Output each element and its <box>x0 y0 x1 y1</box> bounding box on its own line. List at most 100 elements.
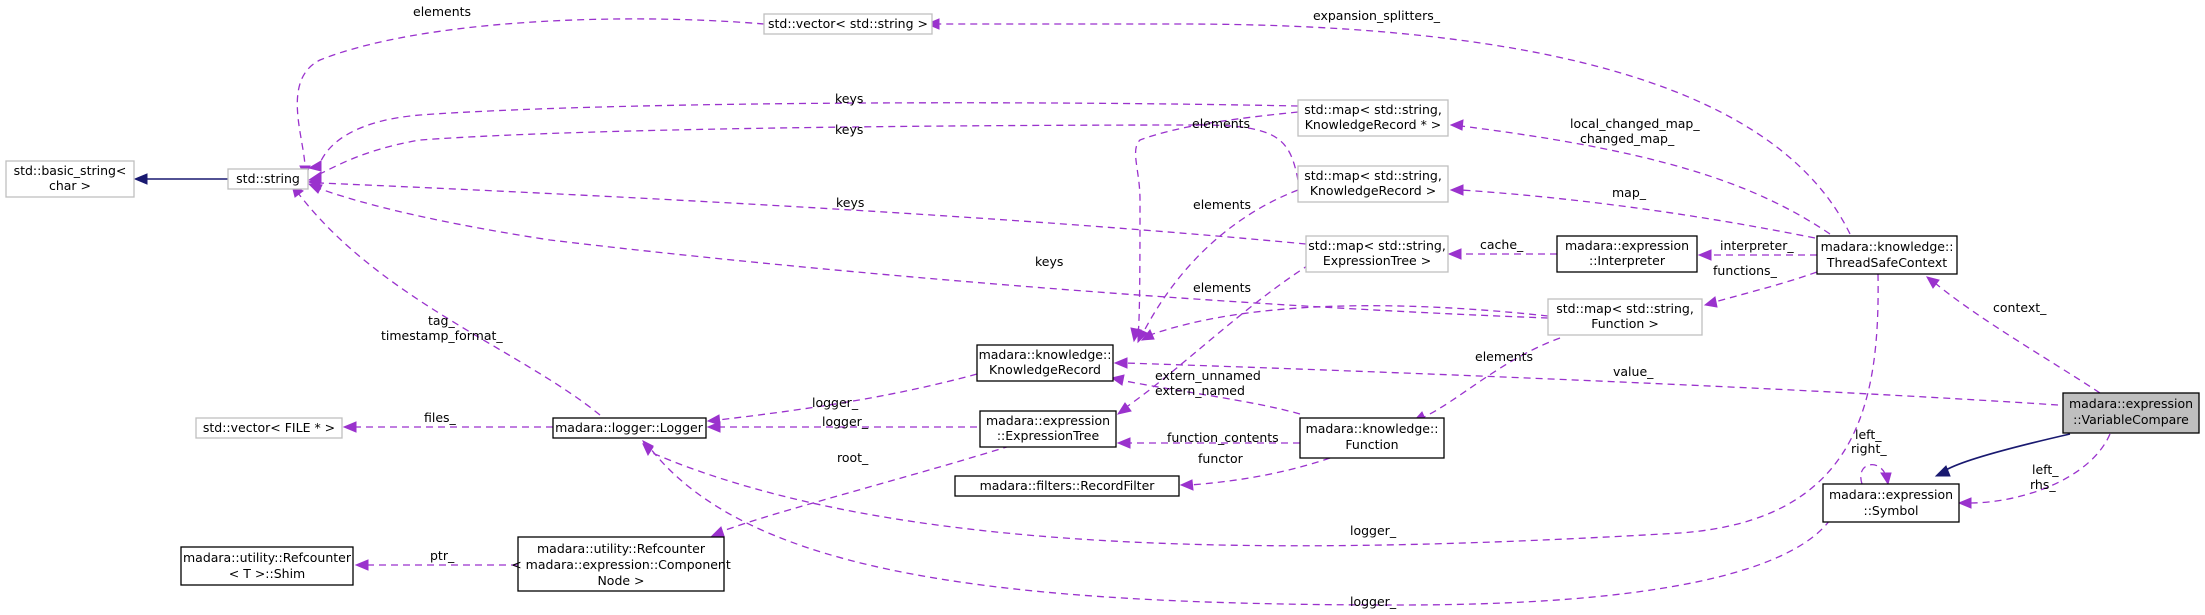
edge-map-kr-elements <box>1137 189 1299 344</box>
label-line: extern_unnamed <box>1155 368 1261 383</box>
edge-tsc-functions <box>1703 271 1818 308</box>
label-line: function_contents <box>1167 430 1279 445</box>
node-label-line: KnowledgeRecord > <box>1310 183 1436 198</box>
label-line: cache_ <box>1480 237 1524 252</box>
label-tsc-logger: logger_ <box>1350 523 1397 538</box>
label-mkr-elements: elements <box>1193 197 1251 212</box>
node-label-line: ExpressionTree > <box>1323 253 1431 268</box>
edge-vc-inherits-symbol <box>1934 433 2071 477</box>
edge-map-kr-ptr-keys <box>307 102 1299 172</box>
node-label-line: Function > <box>1591 316 1659 331</box>
node-label-line: madara::knowledge:: <box>1306 421 1439 436</box>
node-label-line: std::vector< FILE * > <box>203 420 335 435</box>
label-line: changed_map_ <box>1580 131 1675 146</box>
node-std-vector-file[interactable]: std::vector< FILE * > <box>195 417 343 439</box>
node-label-line: madara::expression <box>986 413 1110 428</box>
label-kr-logger: logger_ <box>812 395 859 410</box>
label-vc-value: value_ <box>1613 364 1654 379</box>
node-label-line: madara::knowledge:: <box>1821 239 1954 254</box>
node-std-map-knowledge-record[interactable]: std::map< std::string, KnowledgeRecord > <box>1297 165 1449 203</box>
node-std-map-knowledge-record-ptr[interactable]: std::map< std::string, KnowledgeRecord *… <box>1297 99 1449 137</box>
node-refcounter-shim[interactable]: madara::utility::Refcounter < T >::Shim <box>180 546 354 586</box>
label-line: elements <box>1475 349 1533 364</box>
edge-vc-value <box>1113 357 2059 406</box>
node-label-line: std::basic_string< <box>14 163 127 178</box>
node-variable-compare[interactable]: madara::expression ::VariableCompare <box>2062 392 2200 434</box>
label-line: interpreter_ <box>1720 238 1794 253</box>
node-label-line: ::Symbol <box>1864 503 1919 518</box>
label-tsc-map: map_ <box>1612 185 1647 200</box>
label-mkp-elements: elements <box>1192 116 1250 131</box>
label-int-cache: cache_ <box>1480 237 1524 252</box>
label-mfn-elements-fn: elements <box>1475 349 1533 364</box>
label-mfn-elements-kr: elements <box>1193 280 1251 295</box>
node-label-line: madara::logger::Logger <box>555 420 704 435</box>
label-line: ptr_ <box>430 548 455 563</box>
edge-map-fn-elements-kr <box>1140 305 1549 341</box>
label-et-root: root_ <box>837 450 869 465</box>
label-fn-extern: extern_unnamed extern_named <box>1155 368 1261 398</box>
label-line: left_ <box>2032 462 2059 477</box>
edge-map-et-to-expression-tree <box>1116 257 1321 415</box>
edge-vc-context <box>1926 276 2101 394</box>
label-line: right_ <box>1851 441 1887 456</box>
node-std-string[interactable]: std::string <box>227 168 309 190</box>
label-line: logger_ <box>812 395 859 410</box>
node-label-line: madara::expression <box>1829 487 1953 502</box>
node-label-line: madara::knowledge:: <box>979 347 1112 362</box>
edge-logger-files <box>342 421 553 433</box>
node-std-map-expression-tree[interactable]: std::map< std::string, ExpressionTree > <box>1305 235 1449 273</box>
node-refcounter[interactable]: madara::utility::Refcounter < madara::ex… <box>511 536 731 592</box>
edge-string-inherits-basic-string <box>133 173 228 185</box>
label-et-logger: logger_ <box>822 414 869 429</box>
label-line: keys <box>1035 254 1063 269</box>
node-label-line: char > <box>49 178 91 193</box>
node-std-vector-string[interactable]: std::vector< std::string > <box>763 13 933 35</box>
node-expression-tree[interactable]: madara::expression ::ExpressionTree <box>979 410 1117 448</box>
node-function[interactable]: madara::knowledge:: Function <box>1299 417 1445 459</box>
label-line: logger_ <box>1350 523 1397 538</box>
node-label-line: ::ExpressionTree <box>997 428 1100 443</box>
node-label-line: std::map< std::string, <box>1304 102 1442 117</box>
node-label-line: std::string <box>236 171 300 186</box>
label-vs-elements: elements <box>413 4 471 19</box>
node-label-line: ::Interpreter <box>1589 253 1666 268</box>
edge-function-extern <box>1110 374 1301 415</box>
label-line: rhs_ <box>2030 477 2056 492</box>
label-mkr-keys: keys <box>835 122 863 137</box>
node-logger[interactable]: madara::logger::Logger <box>552 417 707 439</box>
node-interpreter[interactable]: madara::expression ::Interpreter <box>1556 235 1698 273</box>
node-knowledge-record[interactable]: madara::knowledge:: KnowledgeRecord <box>976 344 1114 382</box>
label-vc-context: context_ <box>1993 300 2047 315</box>
node-label-line: KnowledgeRecord <box>989 362 1101 377</box>
label-fn-functor: functor <box>1198 451 1244 466</box>
label-vc-left-rhs: left_ rhs_ <box>2030 462 2059 492</box>
node-label-line: std::map< std::string, <box>1308 238 1446 253</box>
edge-tsc-interpreter <box>1697 249 1817 261</box>
label-line: logger_ <box>1350 594 1397 609</box>
label-line: functor <box>1198 451 1244 466</box>
node-thread-safe-context[interactable]: madara::knowledge:: ThreadSafeContext <box>1816 235 1958 275</box>
node-std-basic-string[interactable]: std::basic_string< char > <box>5 160 135 198</box>
label-line: timestamp_format_ <box>381 328 503 343</box>
label-line: elements <box>413 4 471 19</box>
node-symbol[interactable]: madara::expression ::Symbol <box>1822 483 1960 523</box>
node-label-line: < T >::Shim <box>229 566 305 581</box>
edge-map-fn-keys <box>307 183 1549 319</box>
label-tsc-local-changed: local_changed_map_ changed_map_ <box>1570 116 1700 146</box>
edge-tsc-map <box>1449 184 1816 239</box>
label-line: extern_named <box>1155 383 1245 398</box>
label-line: functions_ <box>1713 263 1778 278</box>
label-fn-contents: function_contents <box>1167 430 1279 445</box>
node-label-line: Node > <box>597 573 644 588</box>
edge-map-kr-ptr-elements <box>1130 111 1299 343</box>
node-std-map-function[interactable]: std::map< std::string, Function > <box>1547 298 1703 336</box>
label-met-keys: keys <box>836 195 864 210</box>
label-line: keys <box>836 195 864 210</box>
node-label-line: madara::expression <box>1565 238 1689 253</box>
node-label-line: madara::utility::Refcounter <box>183 550 352 565</box>
node-record-filter[interactable]: madara::filters::RecordFilter <box>954 475 1180 497</box>
label-line: files_ <box>424 410 457 425</box>
edge-tsc-local-changed-map <box>1449 119 1831 235</box>
